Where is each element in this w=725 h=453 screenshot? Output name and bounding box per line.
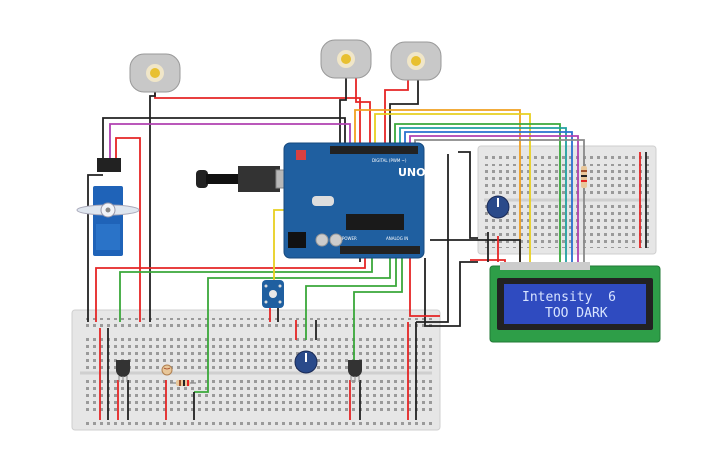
resistor-icon: [581, 158, 587, 200]
potentiometer-icon: [294, 350, 318, 374]
dc-motor-3: [390, 41, 442, 81]
dc-motor-icon: [320, 39, 372, 79]
potentiometer-top: [486, 195, 510, 219]
servo-motor: [76, 158, 140, 256]
resistor-top: [581, 158, 587, 200]
arduino-analog-header-label: ANALOG IN: [386, 236, 408, 241]
arduino-digital-header-label: DIGITAL (PWM ~): [372, 158, 407, 163]
arduino-uno-board: UNO DIGITAL (PWM ~) POWER ANALOG IN: [283, 142, 426, 259]
temperature-sensor: [262, 280, 284, 308]
resistor-icon: [170, 380, 196, 386]
breadboard-small: [477, 145, 657, 255]
wires: [87, 78, 647, 420]
lcd-line-1: Intensity 6: [522, 290, 616, 305]
dc-motor-2: [320, 39, 372, 79]
servo-icon: [76, 158, 140, 256]
dc-motor-icon: [129, 53, 181, 93]
transistor-left: [116, 360, 130, 382]
transistor-icon: [348, 360, 362, 382]
resistor-bottom: [170, 380, 196, 386]
usb-cable-icon: [196, 166, 299, 192]
potentiometer-bottom: [294, 350, 318, 374]
photoresistor: [161, 364, 173, 376]
transistor-icon: [116, 360, 130, 382]
arduino-brand-label: UNO: [398, 166, 426, 179]
photoresistor-icon: [161, 364, 173, 376]
potentiometer-icon: [486, 195, 510, 219]
lcd-line-2: TOO DARK: [545, 306, 608, 321]
arduino-power-header-label: POWER: [342, 236, 357, 241]
lcd-display: Intensity 6 TOO DARK: [489, 262, 661, 343]
dc-motor-icon: [390, 41, 442, 81]
dc-motor-1: [129, 53, 181, 93]
breadboard-large: [71, 309, 441, 431]
temperature-sensor-icon: [262, 280, 284, 308]
transistor-right: [348, 360, 362, 382]
